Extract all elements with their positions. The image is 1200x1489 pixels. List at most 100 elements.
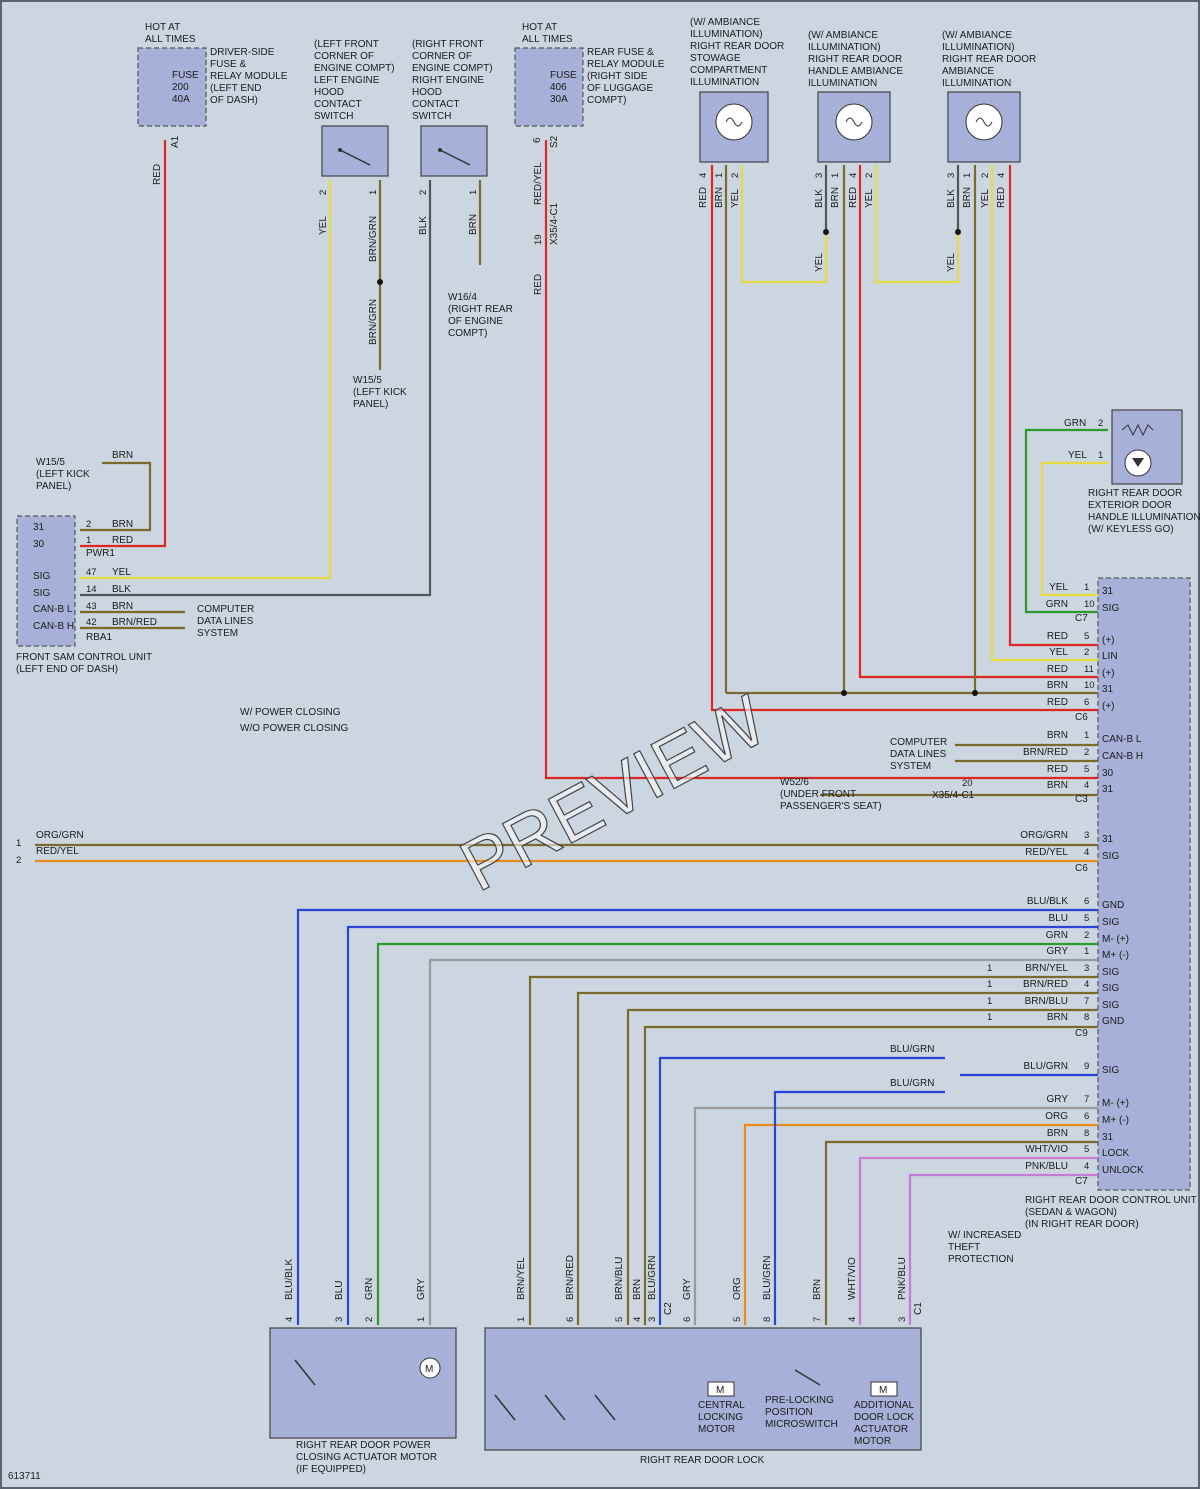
wire-label: BRN xyxy=(468,214,479,235)
note-ref: 1 xyxy=(987,996,992,1007)
wire-label: BRN/GRN xyxy=(368,299,379,345)
wire-blu-grn-1 xyxy=(658,1056,945,1325)
wire-label: ORG xyxy=(1045,1111,1068,1122)
pin: 3 xyxy=(647,1317,658,1322)
cu-terminal: M- (+) xyxy=(1102,1098,1129,1109)
pin: 7 xyxy=(1084,1094,1089,1105)
wire-label: BRN xyxy=(1047,680,1068,691)
wire-brn-sam-ground xyxy=(80,461,152,532)
wire-label: BLU/GRN xyxy=(647,1256,658,1300)
cu-terminal: 31 xyxy=(1102,1132,1114,1143)
wire-label: PNK/BLU xyxy=(897,1257,908,1300)
pin: 4 xyxy=(1084,979,1089,990)
pin: 7 xyxy=(1084,996,1089,1007)
note-ref: 1 xyxy=(987,1012,992,1023)
wire-label: YEL xyxy=(980,189,991,208)
pin: 8 xyxy=(762,1317,773,1322)
fuse-406-box xyxy=(514,47,584,127)
pin: 43 xyxy=(86,601,97,612)
pin: 2 xyxy=(86,519,91,530)
cu-terminal: 31 xyxy=(1102,784,1114,795)
wire-label: YEL xyxy=(112,567,131,578)
wire-label: BRN xyxy=(632,1279,643,1300)
wire-label: BRN/YEL xyxy=(1025,963,1068,974)
pin: 10 xyxy=(1084,599,1095,610)
conn-label: C7 xyxy=(1075,613,1088,624)
wire-label: BRN/BLU xyxy=(614,1257,625,1300)
wire-label: YEL xyxy=(946,253,957,272)
wire-label: RED xyxy=(1047,631,1068,642)
wire-label: RED/YEL xyxy=(1025,847,1068,858)
splice-dot xyxy=(955,229,961,235)
wire-label: BRN xyxy=(1047,780,1068,791)
left-hood-switch-box xyxy=(321,125,389,177)
note-ref: 1 xyxy=(987,979,992,990)
wire-blu xyxy=(346,925,1098,1325)
wire-label: BLK xyxy=(814,189,825,208)
note-1: W/ POWER CLOSING xyxy=(240,707,341,718)
wire-label: BRN/RED xyxy=(1023,979,1068,990)
switch-icon xyxy=(494,1394,616,1421)
pin: 1 xyxy=(416,1317,427,1322)
conn-label: C6 xyxy=(1075,712,1088,723)
wire-label: BRN/RED xyxy=(1023,747,1068,758)
pin: 14 xyxy=(86,584,97,595)
wire-label: RED xyxy=(152,164,163,185)
lamp-icon xyxy=(835,103,873,141)
cu-terminal: GND xyxy=(1102,1016,1124,1027)
wire-label: BRN/RED xyxy=(112,617,157,628)
wire-label: PNK/BLU xyxy=(1025,1161,1068,1172)
wire-label: BRN xyxy=(714,187,725,208)
sam-terminal: CAN-B L xyxy=(33,604,73,615)
pin: 4 xyxy=(1084,1161,1089,1172)
conn-label: PWR1 xyxy=(86,548,115,559)
pin: 5 xyxy=(614,1317,625,1322)
cu-terminal: 31 xyxy=(1102,586,1114,597)
wire-label: BLU xyxy=(334,1281,345,1300)
fuse-406-conn: S2 xyxy=(549,135,560,148)
wire-label: BRN xyxy=(112,519,133,530)
pin: 4 xyxy=(1084,847,1089,858)
pin: 4 xyxy=(996,173,1007,178)
wire-brn xyxy=(643,1025,1098,1325)
wire-label: BRN/GRN xyxy=(368,216,379,262)
pin: 5 xyxy=(1084,1144,1089,1155)
wire-yel-handle xyxy=(874,165,960,284)
door-cu-box xyxy=(1097,577,1191,1191)
pin: 5 xyxy=(1084,631,1089,642)
conn-label: X35/4-C1 xyxy=(932,790,975,801)
pin: 2 xyxy=(980,173,991,178)
conn-label: X35/4-C1 xyxy=(549,202,560,245)
pin: 1 xyxy=(368,190,379,195)
wire-label: YEL xyxy=(1049,647,1068,658)
pin: 1 xyxy=(86,535,91,546)
wire-yel-left-switch xyxy=(80,180,332,580)
wire-label: WHT/VIO xyxy=(847,1257,858,1300)
cu-terminal: (+) xyxy=(1102,635,1115,646)
wire-label: GRN xyxy=(364,1278,375,1300)
motor-icon: M xyxy=(870,1381,898,1397)
wires xyxy=(35,140,1108,1325)
wire-label: BLU xyxy=(1049,913,1068,924)
wire-label: RED/YEL xyxy=(533,162,544,205)
wire-label: BLU/BLK xyxy=(284,1259,295,1300)
cu-terminal: GND xyxy=(1102,900,1124,911)
wire-wht-vio xyxy=(858,1156,1098,1325)
wire-grn xyxy=(376,942,1098,1325)
pin: 2 xyxy=(418,190,429,195)
conn-label: C6 xyxy=(1075,863,1088,874)
sam-unit-box xyxy=(16,515,76,647)
wire-label: BLK xyxy=(946,189,957,208)
splice-dot xyxy=(841,690,847,696)
door-cu-desc: RIGHT REAR DOOR CONTROL UNIT(SEDAN & WAG… xyxy=(1025,1195,1197,1230)
cu-terminal: LIN xyxy=(1102,651,1118,662)
